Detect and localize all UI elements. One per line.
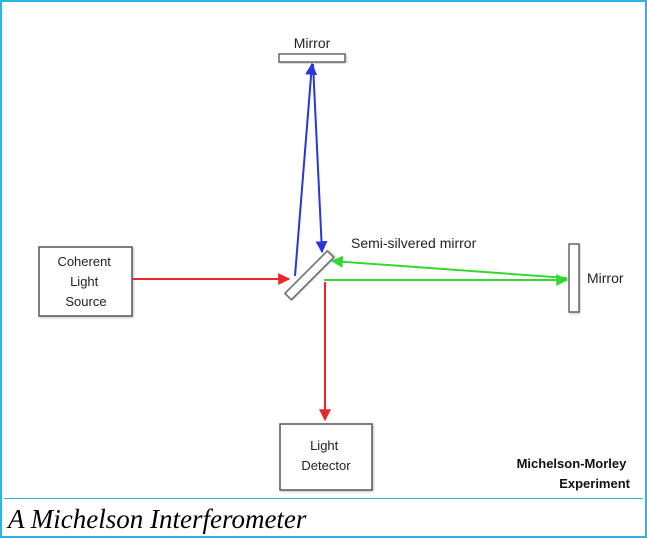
top-mirror — [278, 53, 346, 63]
right-mirror — [568, 243, 580, 313]
light-detector-line-2: Detector — [301, 458, 351, 473]
figure-caption: A Michelson Interferometer — [8, 504, 307, 534]
light-source-box — [38, 246, 133, 317]
light-source-line-2: Light — [70, 274, 99, 289]
light-source-label: Coherent Light Source — [57, 254, 114, 309]
light-source-line-3: Source — [65, 294, 106, 309]
experiment-title: Michelson-Morley Experiment — [517, 456, 631, 491]
vertical-arm-beam-down — [312, 63, 328, 254]
beam-splitter — [283, 249, 335, 301]
light-detector-box — [279, 423, 373, 491]
experiment-title-line-2: Experiment — [559, 476, 630, 491]
right-mirror-label: Mirror — [587, 270, 624, 286]
top-mirror-label: Mirror — [294, 35, 331, 51]
vertical-arm-beam-up — [294, 62, 318, 277]
experiment-title-line-1: Michelson-Morley — [517, 456, 628, 471]
light-detector-label: Light Detector — [301, 438, 351, 473]
interferometer-diagram: Mirror Coherent Light Source Light Detec… — [4, 4, 647, 498]
horizontal-arm-beam-back — [330, 255, 568, 279]
light-source-line-1: Coherent — [57, 254, 111, 269]
beam-splitter-label: Semi-silvered mirror — [351, 235, 477, 251]
caption-divider — [4, 498, 643, 499]
light-detector-line-1: Light — [310, 438, 339, 453]
